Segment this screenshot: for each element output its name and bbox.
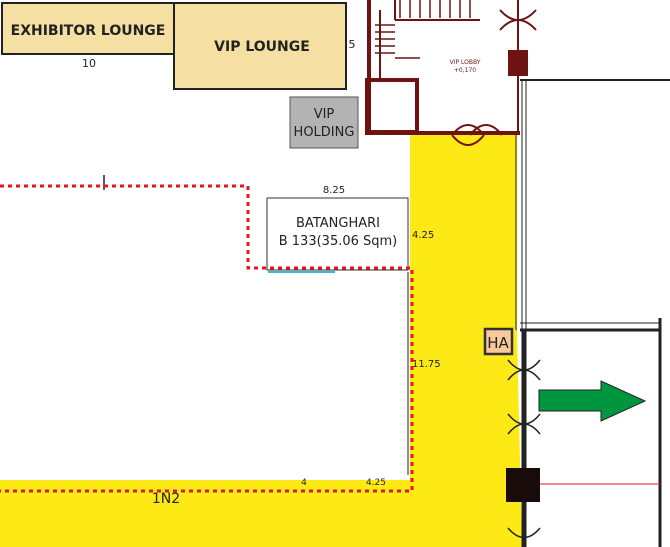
booth-batanghari[interactable] <box>266 197 409 271</box>
dim-corridor-len: 11.75 <box>412 359 441 370</box>
dim-vip-side: 5 <box>349 38 356 51</box>
column <box>506 468 540 502</box>
vip-holding-label-1: VIP <box>314 107 335 122</box>
exit-arrow-icon <box>538 380 647 422</box>
door-arcs <box>507 359 541 539</box>
exhibitor-lounge[interactable] <box>1 2 175 55</box>
vip-lobby-label-2: +0,170 <box>454 67 476 74</box>
vip-holding-label-2: HOLDING <box>294 125 355 140</box>
corridor-area <box>0 135 522 547</box>
vip-lobby-label-1: VIP LOBBY <box>450 59 481 66</box>
dim-booth-depth: 4.25 <box>412 230 434 241</box>
dim-exhibitor-width: 10 <box>82 57 96 70</box>
vip-lounge[interactable] <box>173 2 347 90</box>
zone-label: 1N2 <box>152 491 180 507</box>
booth-name: BATANGHARI <box>296 216 380 231</box>
exhibitor-lounge-label: EXHIBITOR LOUNGE <box>11 23 166 39</box>
vip-holding[interactable] <box>289 96 359 149</box>
ha-label: HA <box>487 334 509 352</box>
dim-bottom-b: 4.25 <box>366 478 386 488</box>
booth-detail: B 133(35.06 Sqm) <box>279 234 398 249</box>
vip-lounge-label: VIP LOUNGE <box>214 39 310 55</box>
lobby-column <box>508 50 528 76</box>
dim-booth-width: 8.25 <box>323 185 345 196</box>
hall-boundary <box>0 184 414 493</box>
ha-box[interactable] <box>483 327 514 356</box>
dim-bottom-a: 4 <box>301 478 307 488</box>
